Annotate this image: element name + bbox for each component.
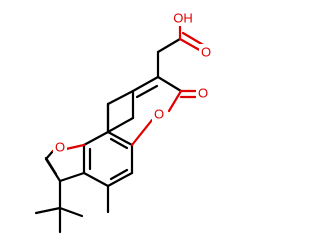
bond-c4-c3-inner: [135, 84, 159, 99]
bond-c4a-c4: [106, 89, 135, 106]
pyran-oxygen-label: O: [154, 107, 164, 122]
molecule-structure: OH O O O O: [34, 10, 213, 234]
bond-tbu-left: [34, 206, 62, 215]
acid-carbonyl-oxygen-label: O: [201, 45, 211, 60]
bond-furan-inner: [44, 156, 58, 176]
bond-tbu-right: [58, 206, 84, 218]
bond-ch2-cooh: [156, 37, 182, 54]
bond-ar-7: [106, 130, 134, 147]
bond-c4-c4a: [106, 116, 135, 134]
bond-furan-o-1: [64, 143, 86, 151]
bond-ar-2: [82, 130, 110, 147]
lactone-carbonyl-oxygen-label: O: [198, 86, 208, 101]
bond-o1-c8a: [130, 118, 154, 147]
carbon-bonds: [34, 37, 183, 234]
bond-ar-5: [106, 171, 134, 188]
oxygen-bonds: [51, 23, 207, 153]
bond-c2-o1: [167, 89, 183, 113]
bond-ar-4: [82, 171, 110, 188]
bond-ar-inner-3: [109, 137, 129, 150]
bond-c4-c3: [131, 75, 160, 93]
bond-c3-c2: [156, 75, 183, 93]
bond-ar-inner-2: [109, 168, 129, 181]
hydroxyl-label: OH: [173, 11, 193, 26]
atom-labels: OH O O O O: [53, 10, 213, 155]
bond-furan-3: [44, 149, 55, 161]
bond-furan-1: [58, 171, 86, 183]
bond-acid-co-double-2: [181, 31, 207, 48]
furan-oxygen-label: O: [55, 140, 65, 155]
